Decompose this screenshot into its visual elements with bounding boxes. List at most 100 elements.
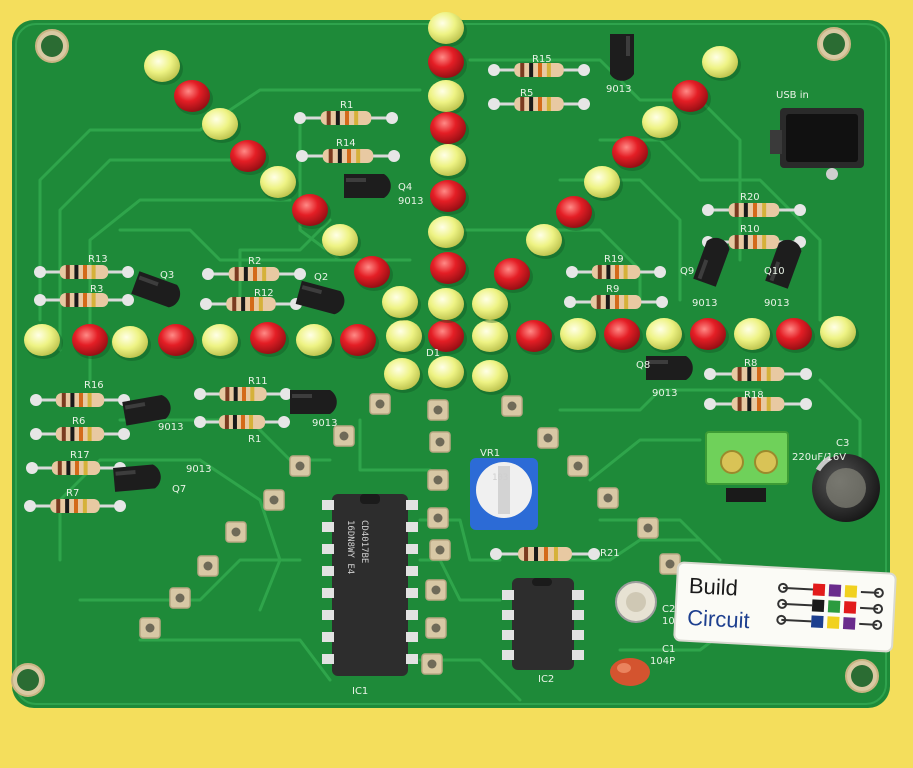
ic2-pin [502,630,514,640]
silk-label-t9013g: 9013 [652,388,677,399]
ic1-pin [322,500,334,510]
logo-grid-node [777,582,788,593]
ic1-cd4017 [332,494,408,676]
led-yellow [584,166,623,201]
ic1-pin [322,544,334,554]
trace-10 [58,458,202,562]
silk-label-t9013d: 9013 [312,418,337,429]
led-yellow [384,358,423,393]
ic2-pin [572,610,584,620]
led-yellow [382,286,421,321]
led-red [292,194,331,229]
ic1-pin [406,588,418,598]
silk-label-r16: R16 [84,380,104,391]
ic1-pin [322,566,334,576]
silk-label-t9013b: 9013 [158,422,183,433]
silk-label-q7: Q7 [172,484,186,495]
ic2-pin [502,650,514,660]
led-red [340,324,379,359]
led-yellow [734,318,773,353]
transistor-q1 [610,34,634,81]
led-yellow [472,320,511,355]
silk-label-r6: R6 [72,416,85,427]
silk-label-r14: R14 [336,138,356,149]
pad-hole [431,623,441,633]
logo-grid-cell [827,600,841,613]
led-red [354,256,393,291]
pad-hole [269,495,279,505]
solder-pads [139,393,681,675]
led-red [428,320,467,355]
transistor-q10 [765,239,802,289]
resistor-r13 [34,265,134,279]
trace-24 [558,538,702,562]
capacitor-c1 [610,658,650,686]
resistor-r1b [194,415,290,429]
logo-line-circuit: Circuit [687,605,751,633]
logo-grid-node [873,603,884,614]
ic1-pin [406,544,418,554]
logo-line-build: Build [688,573,738,601]
silk-label-r15: R15 [532,54,552,65]
pad-hole [573,461,583,471]
logo-grid-lead [860,590,879,594]
pot-marking: 103 [492,473,508,483]
pad-hole [435,437,445,447]
transistor-q9 [693,237,730,287]
silk-label-r7: R7 [66,488,79,499]
pad-hole [203,561,213,571]
silk-label-r9: R9 [606,284,619,295]
trace-14 [418,558,502,602]
pad-hole [433,513,443,523]
led-yellow [24,324,63,359]
led-yellow [322,224,361,259]
trimmer-pot-vr1 [470,458,538,530]
resistor-r14 [296,149,400,163]
silk-label-r19: R19 [604,254,624,265]
led-yellow [202,324,241,359]
resistor-r6 [30,427,130,441]
led-red [690,318,729,353]
logo-grid-cell [843,601,857,614]
led-red [516,320,555,355]
led-red [430,180,469,215]
logo-grid-cell [844,585,858,598]
transistor-q2 [295,280,345,315]
ic2 [512,578,574,670]
silk-label-q9: Q9 [680,266,694,277]
ic2-pin [572,590,584,600]
transistor-q1b [290,390,337,414]
led-yellow [526,224,565,259]
silk-label-ic2: IC2 [538,674,554,685]
resistor-r19 [566,265,666,279]
buildcircuit-logo: Build Circuit [673,561,897,653]
resistor-r16 [30,393,130,407]
silk-label-r10: R10 [740,224,760,235]
logo-grid-cell [842,617,856,630]
led-red [230,140,269,175]
led-yellow [428,216,467,251]
pad-hole [175,593,185,603]
pad-hole [435,545,445,555]
led-red [430,252,469,287]
trace-21 [198,458,282,612]
logo-circuit-grid [776,582,884,630]
silk-label-t9013h: 9013 [606,84,631,95]
ic1-pin [406,632,418,642]
silk-label-t9013a: 9013 [398,196,423,207]
logo-grid-lead [859,622,878,626]
pad-hole [145,623,155,633]
led-red [72,324,111,359]
ic1-pin [406,500,418,510]
pad-hole [295,461,305,471]
transistor-q7 [113,464,161,492]
ic1-pin [406,566,418,576]
pad-hole [431,585,441,595]
pad-hole [507,401,517,411]
silk-label-r2: R2 [248,256,261,267]
led-yellow [560,318,599,353]
ic1-pin [322,588,334,598]
led-yellow [428,288,467,323]
